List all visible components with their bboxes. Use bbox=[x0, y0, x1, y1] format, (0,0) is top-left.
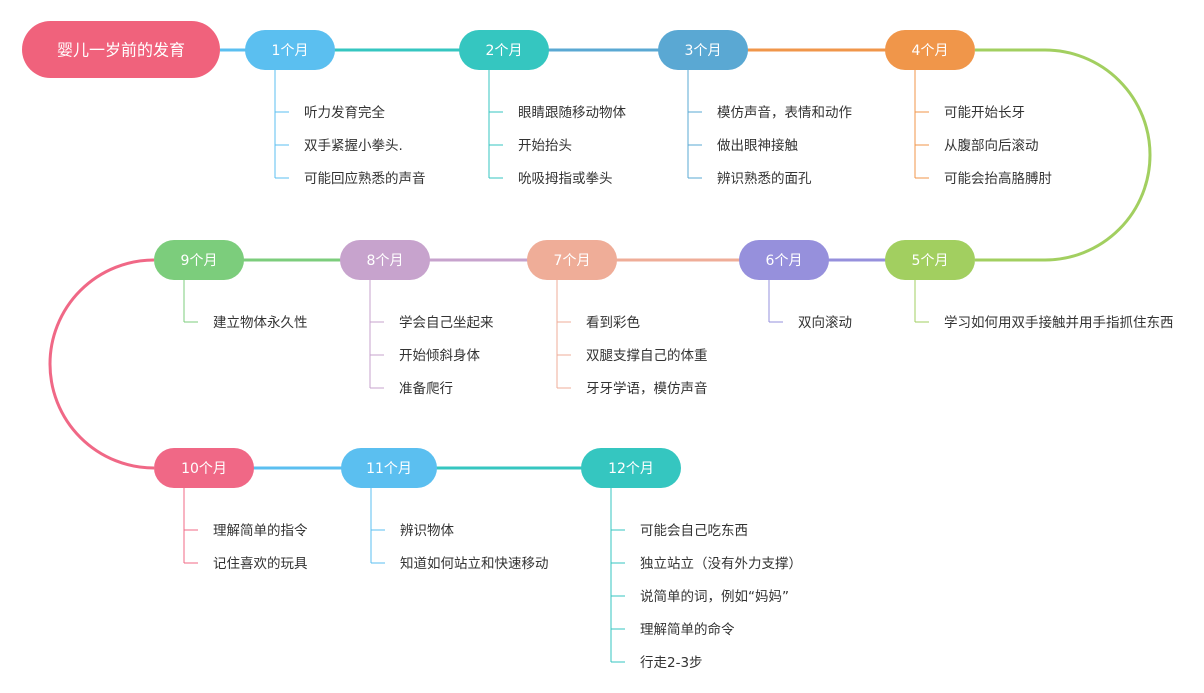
milestone-item: 记住喜欢的玩具 bbox=[213, 556, 308, 572]
month-label: 8个月 bbox=[367, 253, 404, 269]
root-node[interactable]: 婴儿一岁前的发育 bbox=[22, 21, 220, 78]
milestone-item: 理解简单的指令 bbox=[213, 522, 308, 539]
month-label: 3个月 bbox=[685, 43, 722, 59]
milestone-item: 辨识物体 bbox=[400, 523, 454, 539]
month-label: 10个月 bbox=[181, 461, 227, 477]
milestone-item: 学习如何用双手接触并用手指抓住东西 bbox=[944, 314, 1174, 331]
milestone-item: 听力发育完全 bbox=[304, 104, 385, 121]
milestone-item: 学会自己坐起来 bbox=[399, 315, 494, 331]
milestone-item: 开始倾斜身体 bbox=[399, 348, 480, 364]
milestone-item: 准备爬行 bbox=[399, 380, 453, 397]
milestone-item: 吮吸拇指或拳头 bbox=[518, 171, 613, 187]
milestone-item: 牙牙学语，模仿声音 bbox=[586, 380, 708, 397]
milestone-item: 从腹部向后滚动 bbox=[944, 137, 1039, 154]
milestone-item: 说简单的词，例如“妈妈” bbox=[640, 588, 789, 605]
milestone-item: 可能会抬高胳膊肘 bbox=[944, 170, 1052, 187]
month-label: 4个月 bbox=[912, 43, 949, 59]
milestone-item: 理解简单的命令 bbox=[640, 621, 735, 638]
month-node-8[interactable]: 8个月 bbox=[340, 240, 430, 280]
month-node-7[interactable]: 7个月 bbox=[527, 240, 617, 280]
milestone-item: 开始抬头 bbox=[518, 138, 572, 154]
month-5-milestones: 学习如何用双手接触并用手指抓住东西 bbox=[914, 280, 1174, 331]
month-node-10[interactable]: 10个月 bbox=[154, 448, 254, 488]
milestone-item: 可能回应熟悉的声音 bbox=[304, 170, 426, 187]
connector-9-10-loop bbox=[48, 258, 155, 470]
milestone-item: 双腿支撑自己的体重 bbox=[586, 348, 708, 364]
month-6-milestones: 双向滚动 bbox=[768, 280, 852, 331]
month-label: 2个月 bbox=[486, 43, 523, 59]
milestone-item: 可能会自己吃东西 bbox=[640, 523, 748, 539]
month-node-9[interactable]: 9个月 bbox=[154, 240, 244, 280]
month-node-3[interactable]: 3个月 bbox=[658, 30, 748, 70]
month-9-milestones: 建立物体永久性 bbox=[183, 280, 308, 331]
month-label: 7个月 bbox=[554, 253, 591, 269]
milestone-item: 辨识熟悉的面孔 bbox=[717, 171, 812, 187]
month-node-6[interactable]: 6个月 bbox=[739, 240, 829, 280]
month-label: 9个月 bbox=[181, 253, 218, 269]
milestone-item: 做出眼神接触 bbox=[717, 137, 798, 154]
month-label: 5个月 bbox=[912, 253, 949, 269]
milestone-item: 双手紧握小拳头. bbox=[304, 138, 403, 154]
milestone-item: 看到彩色 bbox=[586, 314, 640, 331]
milestone-item: 知道如何站立和快速移动 bbox=[400, 555, 549, 572]
month-label: 11个月 bbox=[366, 461, 412, 477]
month-node-5[interactable]: 5个月 bbox=[885, 240, 975, 280]
milestone-item: 模仿声音，表情和动作 bbox=[717, 104, 852, 121]
milestone-item: 独立站立（没有外力支撑） bbox=[640, 556, 802, 572]
month-label: 6个月 bbox=[766, 253, 803, 269]
root-title: 婴儿一岁前的发育 bbox=[57, 41, 185, 60]
milestone-item: 行走2-3步 bbox=[640, 655, 703, 671]
milestone-item: 眼睛跟随移动物体 bbox=[518, 105, 626, 121]
connector-4-5-loop bbox=[975, 48, 1152, 262]
month-node-4[interactable]: 4个月 bbox=[885, 30, 975, 70]
month-node-2[interactable]: 2个月 bbox=[459, 30, 549, 70]
month-node-12[interactable]: 12个月 bbox=[581, 448, 681, 488]
milestone-item: 双向滚动 bbox=[798, 314, 852, 331]
month-node-1[interactable]: 1个月 bbox=[245, 30, 335, 70]
month-label: 12个月 bbox=[608, 461, 654, 477]
milestone-item: 可能开始长牙 bbox=[944, 105, 1025, 121]
month-node-11[interactable]: 11个月 bbox=[341, 448, 437, 488]
month-label: 1个月 bbox=[272, 43, 309, 59]
month-nodes: 婴儿一岁前的发育 1个月 2个月 3个月 4个月 5个月 6个月 7个月 8个月 9个月 10个月 1… bbox=[22, 21, 975, 488]
milestone-item: 建立物体永久性 bbox=[213, 315, 308, 331]
